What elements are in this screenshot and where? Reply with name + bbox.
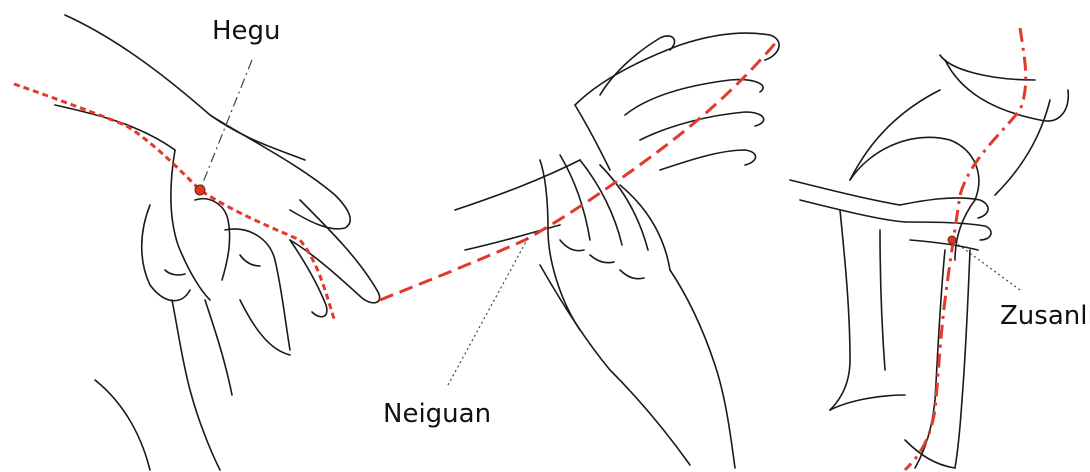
hegu-point-marker (195, 185, 205, 195)
hand-sketch-hegu (55, 15, 380, 470)
meridian-line-wrist (380, 40, 778, 300)
leg-sketch-zusanli (790, 55, 1068, 468)
meridian-line-leg (905, 28, 1026, 470)
neiguan-label: Neiguan (383, 401, 491, 427)
hegu-label: Hegu (212, 18, 281, 44)
zusanli-point-marker (948, 236, 956, 244)
meridian-line-hand (14, 84, 335, 322)
zusanli-leader-line (952, 240, 1020, 290)
zusanli-label: Zusanli (1000, 303, 1090, 329)
neiguan-leader-line (448, 238, 528, 385)
